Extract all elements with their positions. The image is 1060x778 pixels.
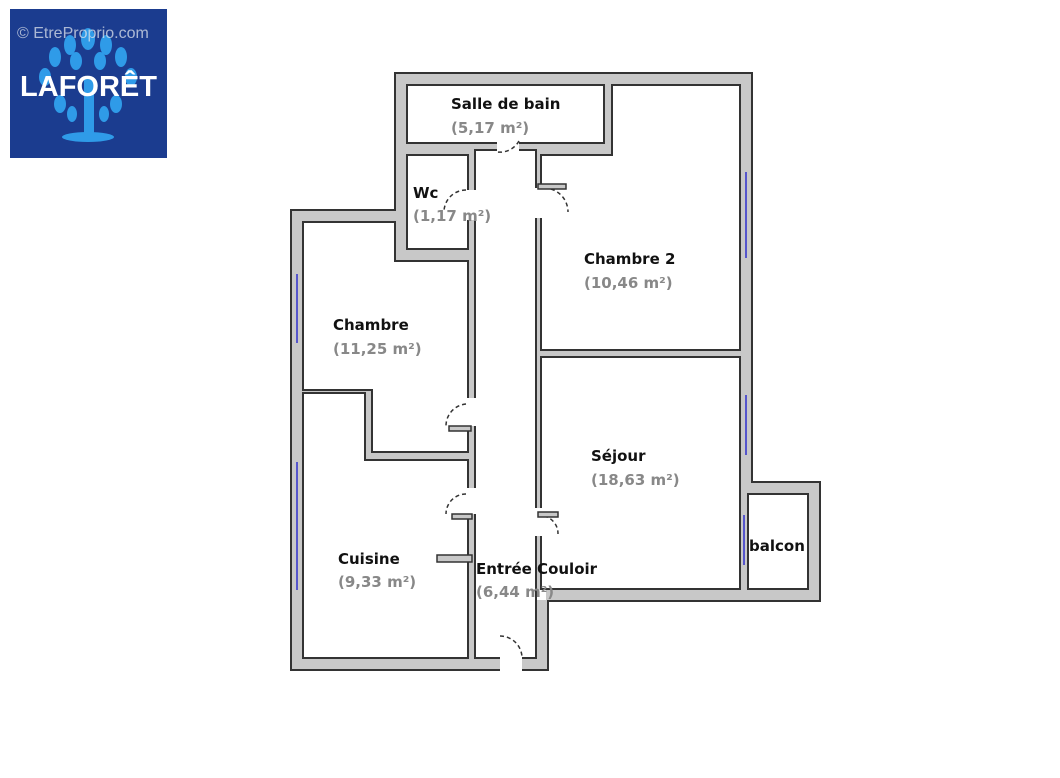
room-area: (1,17 m²) (413, 207, 491, 225)
room-area: (11,25 m²) (333, 340, 422, 358)
room-area: (5,17 m²) (451, 119, 529, 137)
room-entree-couloir (474, 149, 537, 659)
room-label: Chambre (333, 316, 409, 334)
room-chambre (302, 221, 469, 453)
room-label: balcon (749, 537, 805, 555)
windows (296, 172, 747, 590)
logo-text: LAFORÊT (20, 71, 157, 103)
room-chambre-2 (540, 84, 741, 351)
room-label: Wc (413, 184, 438, 202)
room-label: Salle de bain (451, 95, 560, 113)
room-area: (10,46 m²) (584, 274, 673, 292)
room-cuisine (302, 392, 469, 659)
watermark: © EtreProprio.com (17, 25, 149, 42)
room-label: Cuisine (338, 550, 400, 568)
laforet-logo: LAFORÊT (10, 9, 167, 158)
tree-icon (39, 28, 137, 142)
room-balcon (747, 493, 809, 590)
room-label: Chambre 2 (584, 250, 675, 268)
room-label: Séjour (591, 447, 646, 465)
room-area: (18,63 m²) (591, 471, 680, 489)
room-area: (6,44 m²) (476, 583, 554, 601)
room-sejour (540, 356, 741, 590)
room-area: (9,33 m²) (338, 573, 416, 591)
room-wc (406, 154, 469, 250)
room-salle-de-bain (406, 84, 605, 144)
room-label: Entrée Couloir (476, 560, 598, 578)
